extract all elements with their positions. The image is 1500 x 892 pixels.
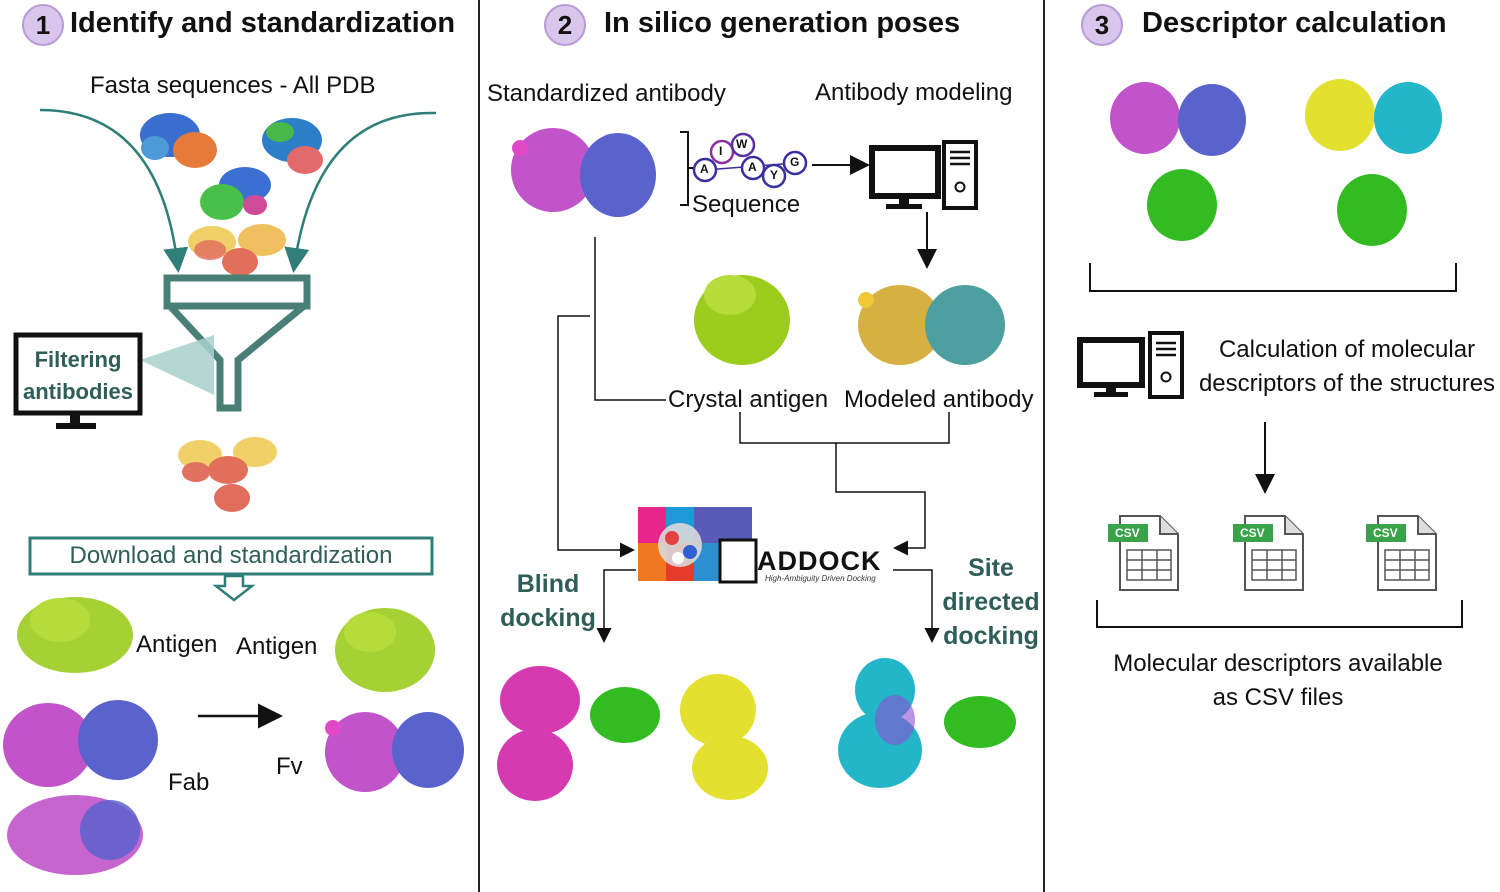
csv-tag-1: CSV (1115, 526, 1140, 540)
csv-file-2-icon (1233, 515, 1304, 591)
fasta-label: Fasta sequences - All PDB (90, 72, 376, 99)
join-to-haddock-arrow (835, 443, 926, 556)
filtering-label-line2: antibodies (22, 379, 133, 404)
input-arrow-left (39, 108, 189, 273)
modeled-antibody-label: Modeled antibody (844, 386, 1034, 413)
seq-letter-3: W (736, 137, 748, 151)
funnel-icon (140, 274, 311, 412)
crystal-antigen-image (694, 275, 790, 365)
result-description-line1: Molecular descriptors available (1113, 650, 1443, 677)
seq-letter-2: I (719, 144, 723, 158)
seq-letter-6: G (790, 155, 800, 169)
sequence-label: Sequence (692, 191, 801, 218)
panel1-title: Identify and standardization (70, 7, 456, 39)
sequence-beads (692, 132, 808, 189)
seq-letter-5: Y (770, 168, 779, 182)
calc-description-line1: Calculation of molecular (1218, 336, 1476, 363)
site-docking-arrow (893, 569, 940, 643)
antigen-fab-structure-image (3, 597, 158, 875)
antibody-to-crystal-line (594, 237, 666, 401)
join-line (739, 412, 950, 444)
panel2-title: In silico generation poses (604, 7, 961, 39)
crystal-antigen-label: Crystal antigen (668, 386, 829, 413)
filtering-monitor-icon (13, 332, 143, 429)
filtering-label-line1: Filtering (34, 347, 122, 372)
modeling-computer-icon (869, 140, 978, 210)
complex-right-image (1305, 79, 1442, 246)
fv-label: Fv (276, 753, 303, 780)
modeled-antibody-image (858, 285, 1005, 365)
antigen-left-label: Antigen (136, 631, 218, 658)
site-docking-line3: docking (943, 622, 1039, 650)
haddock-brand-text: ADDOCK (757, 546, 882, 576)
descriptor-computer-icon (1077, 331, 1184, 399)
blind-docking-arrow (596, 569, 636, 643)
haddock-logo (638, 507, 758, 584)
pdb-structures-image (140, 113, 323, 276)
antigen-right-label: Antigen (236, 633, 318, 660)
site-docking-line2: directed (942, 588, 1040, 616)
input-arrow-right (284, 111, 437, 273)
csv-file-1-icon (1108, 515, 1179, 591)
blind-docking-label: Blind docking (500, 567, 596, 635)
download-down-arrow (212, 574, 256, 602)
site-docking-line1: Site (968, 554, 1014, 582)
complexes-bracket (1089, 263, 1457, 292)
complex-left-image (1110, 82, 1246, 241)
seq-letter-4: A (748, 160, 757, 174)
csv-tag-2: CSV (1240, 526, 1265, 540)
panel1-number-badge: 1 (22, 4, 64, 46)
csv-file-3-icon (1366, 515, 1437, 591)
seq-letter-1: A (700, 162, 709, 176)
antibody-modeling-label: Antibody modeling (815, 79, 1013, 106)
panel3-number-badge: 3 (1081, 4, 1123, 46)
panel-divider-left (478, 0, 480, 892)
result-description-line2: as CSV files (1212, 684, 1344, 711)
site-docking-label: Site directed docking (938, 551, 1044, 653)
standardized-antibody-label: Standardized antibody (487, 80, 726, 107)
panel3-title: Descriptor calculation (1142, 7, 1447, 39)
filtering-label: Filtering antibodies (20, 344, 136, 408)
calc-description-line2: descriptors of the structures (1198, 370, 1496, 397)
haddock-subtitle: High-Ambiguity Driven Docking (765, 574, 876, 583)
result-description: Molecular descriptors available as CSV f… (1090, 647, 1466, 715)
blind-docking-line1: Blind (516, 570, 580, 598)
download-box (28, 536, 434, 576)
panel2-number-badge: 2 (544, 4, 586, 46)
download-label: Download and standardization (69, 542, 393, 569)
standardized-antibody-image (511, 128, 656, 217)
blind-input-arrow (557, 315, 635, 558)
csv-tag-3: CSV (1373, 526, 1398, 540)
site-docking-result-image (838, 658, 1016, 788)
csv-bracket (1096, 600, 1463, 628)
antigen-fv-structure-image (325, 608, 464, 792)
blind-docking-result-image (497, 666, 768, 801)
calc-description: Calculation of molecular descriptors of … (1194, 333, 1500, 401)
blind-docking-line2: docking (500, 604, 596, 632)
panel-divider-right (1043, 0, 1045, 892)
filtered-antibody-image (178, 437, 277, 512)
fab-label: Fab (168, 769, 210, 796)
